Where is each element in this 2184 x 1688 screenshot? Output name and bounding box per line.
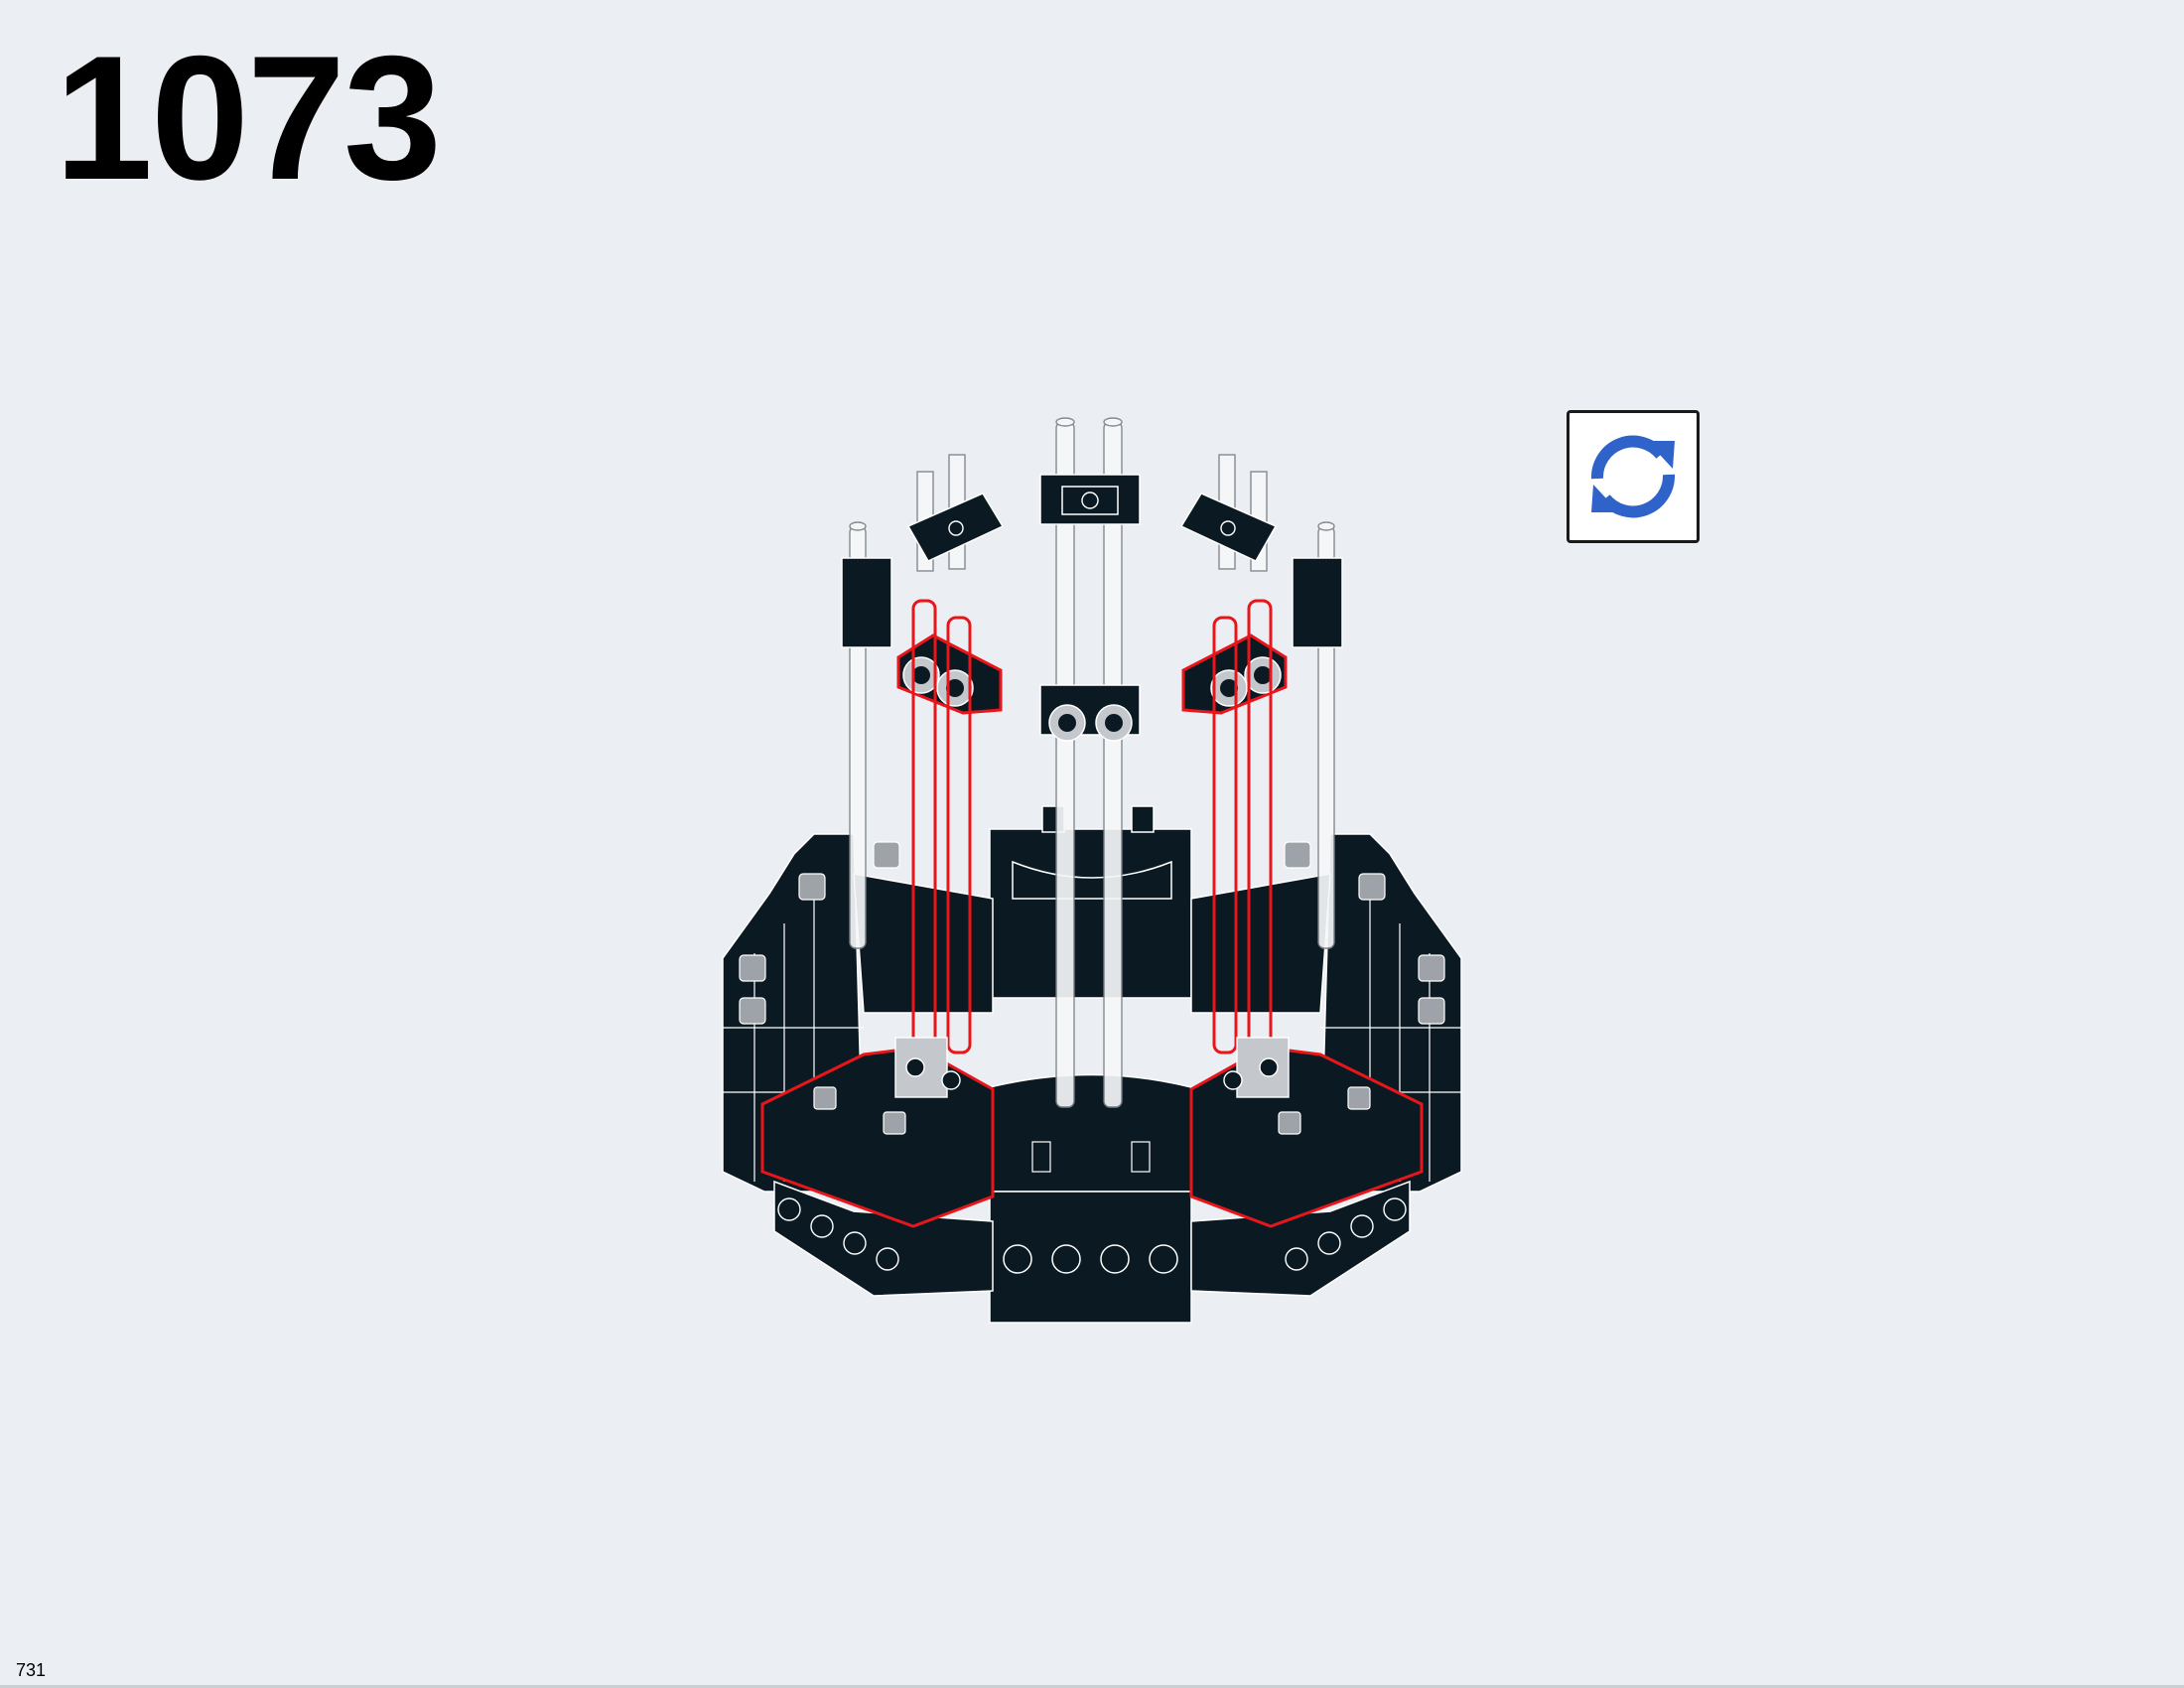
assembly-illustration [722, 417, 1462, 1324]
middle-connectors [1039, 684, 1141, 742]
rotate-model-icon [1590, 435, 1676, 518]
top-plates [841, 474, 1343, 648]
step-number: 1073 [55, 19, 442, 216]
page-number: 731 [16, 1660, 47, 1680]
highlighted-new-parts [760, 599, 1424, 1228]
rotate-model-callout [1567, 410, 1700, 543]
base-ring [722, 805, 1462, 1324]
bottom-divider [0, 1685, 2184, 1688]
